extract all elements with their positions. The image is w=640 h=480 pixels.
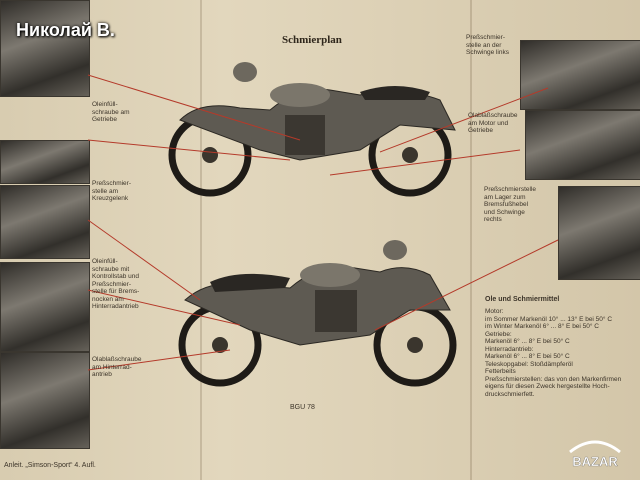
bazar-logo: BAZAR [569,440,621,469]
lubricant-line: Teleskopgabel: Stoßdämpferöl [485,360,573,368]
lubricant-line: eigens für diesen Zweck hergestellte Hoc… [485,383,610,390]
seller-watermark: Николай В. [16,20,115,40]
fold-line [200,0,202,480]
page-title: Schmierplan [282,34,342,46]
detail-photo-drain [0,352,90,449]
lubricant-line: druckschmierfett. [485,390,535,398]
bazar-logo-text: BAZAR [572,454,618,469]
lubricant-line: Getriebe: [485,330,512,338]
callout-engine-drain: Olablaßschraube am Motor und Getriebe [468,112,518,134]
callout-swingarm-left: Preßschmier- stelle an der Schwinge link… [466,34,509,56]
page-number: BGU 78 [290,404,315,411]
callout-rear-drive-fill: Oleinfüll- schraube mit Kontrollstab und… [92,258,140,310]
callout-brake-pedal: Preßschmierstelle am Lager zum Bremsfußh… [484,186,537,223]
footer-edition: Anleit. „Simson-Sport“ 4. Aufl. [4,462,96,469]
detail-photo-crossjoint [0,185,90,259]
callout-rear-drive-drain: Olablaßschraube am Hinterrad- antrieb [92,356,142,378]
lubricants-list: Motor: im Sommer Markenöl 10° ... 13° E … [485,308,635,398]
lubricant-line: Preßschmierstellen: das von den Markenfi… [485,375,622,383]
detail-photo-swingarm-left [520,40,640,110]
lubricant-line: Fetterbeits [485,368,516,375]
lubricants-title: Ole und Schmiermittel [485,296,560,303]
detail-photo-joint [0,140,90,184]
lubricant-line: Markenöl 6° ... 8° E bei 50° C [485,353,570,360]
motorcycle-top [168,62,456,197]
callout-gearbox-fill: Oleinfüll- schraube am Getriebe [92,101,130,123]
lubricant-line: Markenöl 6° ... 8° E bei 50° C [485,338,570,345]
detail-photo-engine-drain [525,110,640,180]
lubricant-line: im Sommer Markenöl 10° ... 13° E bei 50°… [485,315,613,323]
leader-lines [87,74,559,371]
fold-line [470,0,472,480]
lubricant-line: im Winter Markenöl 6° ... 8° E bei 50° C [485,323,600,330]
callout-crossjoint: Preßschmier- stelle am Kreuzgelenk [92,180,132,202]
detail-photo-brake-pedal [558,186,640,280]
lubricant-line: Motor: [485,308,504,315]
detail-photo-rear-drive [0,262,90,352]
lubricant-line: Hinterradantrieb: [485,345,534,353]
detail-photo-gearbox [0,0,90,97]
